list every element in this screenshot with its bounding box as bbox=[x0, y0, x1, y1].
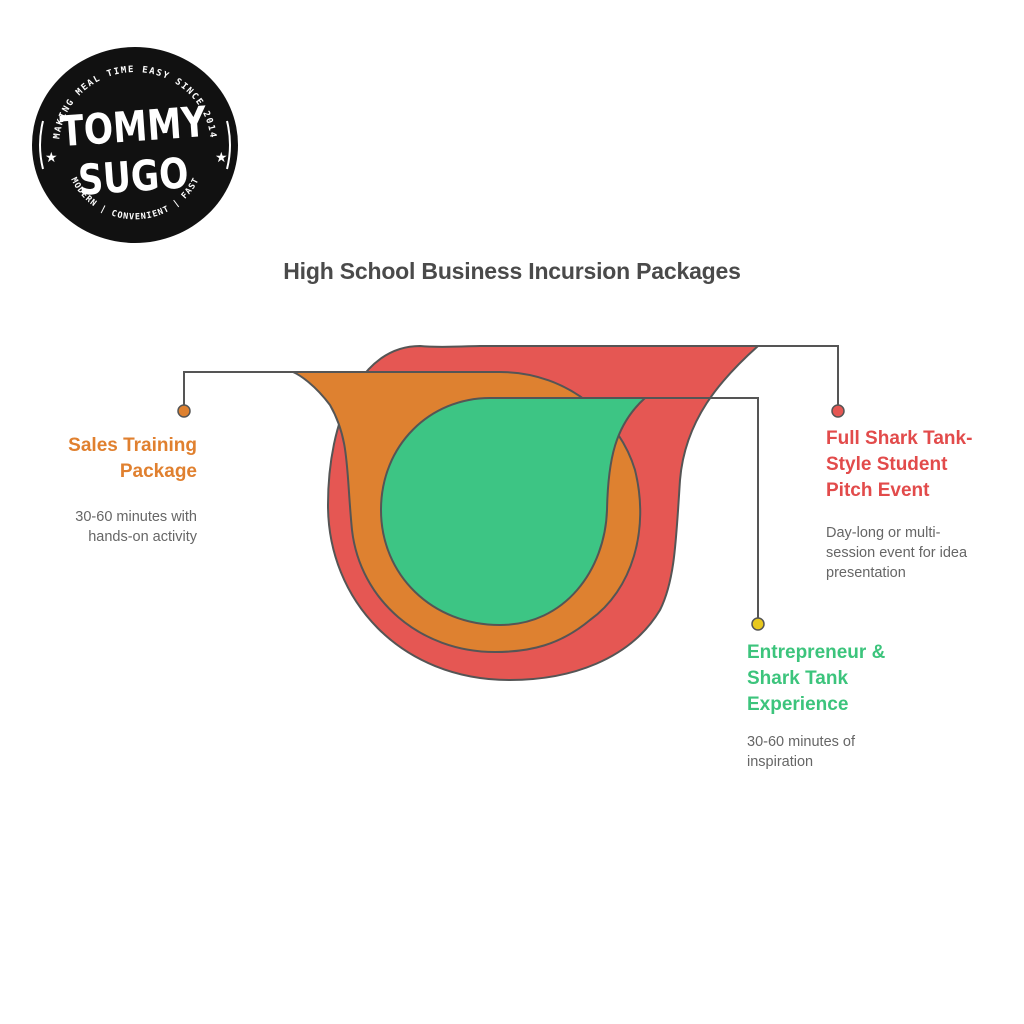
label-entrepreneur: Entrepreneur & Shark Tank Experience bbox=[747, 640, 885, 718]
dot-full-shark-tank bbox=[831, 404, 845, 418]
star-icon: ★ bbox=[45, 149, 58, 165]
logo-brand-line2: SUGO bbox=[77, 149, 190, 206]
star-icon: ★ bbox=[215, 149, 228, 165]
label-line: Entrepreneur & bbox=[747, 642, 886, 663]
label-line: Full Shark Tank- bbox=[826, 428, 973, 449]
shape-entrepreneur-experience bbox=[379, 397, 648, 627]
connector-full-shark-tank bbox=[758, 345, 839, 405]
desc-line: presentation bbox=[826, 565, 906, 581]
page-title: High School Business Incursion Packages bbox=[283, 258, 741, 284]
dot-sales-training bbox=[177, 404, 191, 418]
desc-full-shark-tank: Day-long or multi- session event for ide… bbox=[826, 523, 967, 583]
desc-line: 30-60 minutes of bbox=[747, 734, 856, 750]
connector-entrepreneur bbox=[645, 397, 759, 618]
label-line: Style Student bbox=[826, 454, 948, 475]
label-line: Shark Tank bbox=[747, 668, 849, 689]
dot-entrepreneur bbox=[751, 617, 765, 631]
tommy-sugo-logo: MAKING MEAL TIME EASY SINCE 2014 MODERN … bbox=[32, 47, 238, 243]
label-line: Package bbox=[119, 461, 197, 482]
label-sales-training: Sales Training Package bbox=[0, 433, 197, 485]
desc-entrepreneur: 30-60 minutes of inspiration bbox=[747, 732, 855, 772]
desc-line: session event for idea bbox=[826, 545, 968, 561]
desc-line: hands-on activity bbox=[88, 529, 197, 545]
logo-brand-line1: TOMMY bbox=[59, 98, 209, 157]
label-full-shark-tank: Full Shark Tank- Style Student Pitch Eve… bbox=[826, 426, 972, 504]
desc-line: 30-60 minutes with bbox=[75, 509, 197, 525]
label-line: Experience bbox=[747, 694, 849, 715]
desc-line: inspiration bbox=[747, 754, 814, 770]
label-line: Sales Training bbox=[68, 435, 197, 456]
desc-sales-training: 30-60 minutes with hands-on activity bbox=[0, 507, 197, 547]
connector-sales-training bbox=[183, 371, 293, 405]
label-line: Pitch Event bbox=[826, 480, 930, 501]
desc-line: Day-long or multi- bbox=[826, 525, 941, 541]
